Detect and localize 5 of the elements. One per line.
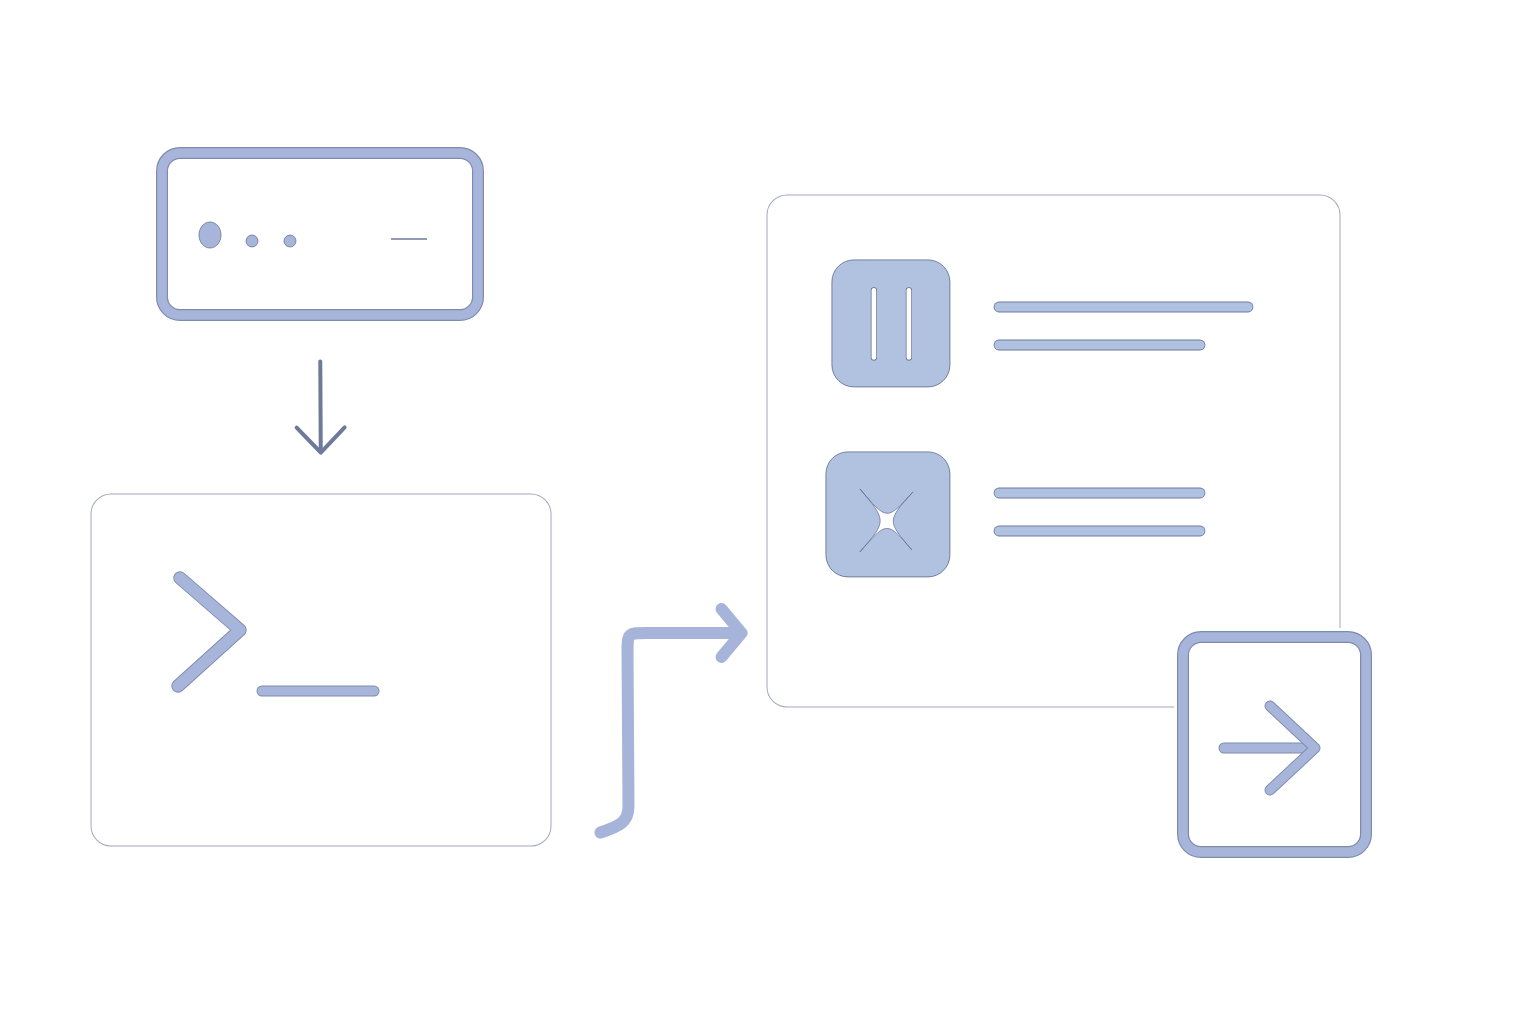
window-box	[156, 147, 484, 321]
terminal-panel	[90, 493, 552, 847]
button-box	[1174, 628, 1375, 861]
icon-tile	[825, 451, 951, 578]
icon-tile	[831, 259, 951, 388]
